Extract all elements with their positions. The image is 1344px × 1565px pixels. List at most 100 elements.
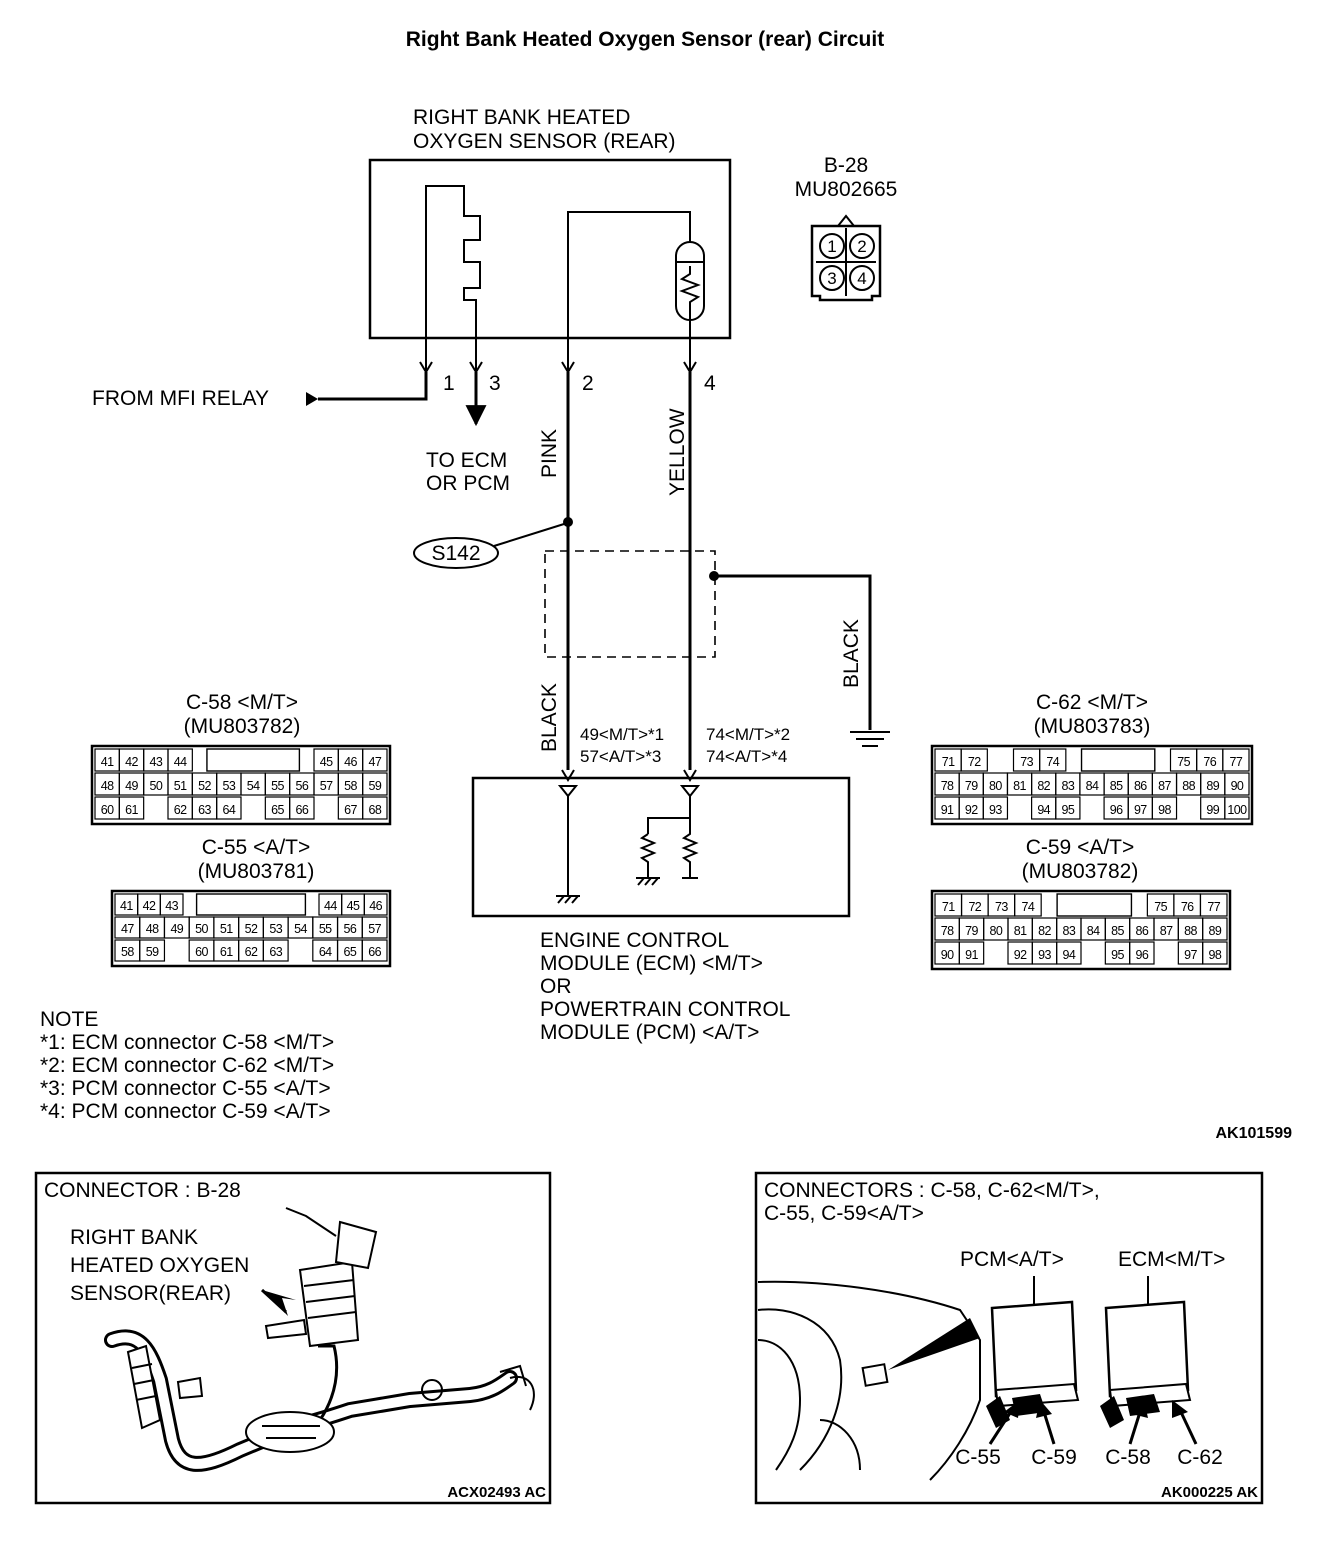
- connector-pin-cell: [118, 796, 145, 820]
- connector-pin-number: 84: [1086, 779, 1099, 793]
- connector-pin-cell: [1039, 748, 1067, 772]
- connector-pin-number: 91: [941, 803, 954, 817]
- connector-pin-number: 80: [989, 779, 1002, 793]
- left-panel-label-1: RIGHT BANK: [70, 1226, 198, 1249]
- connector-outline: [90, 744, 392, 826]
- connector-pin-number: 90: [1231, 779, 1244, 793]
- connector-pin-number: 52: [198, 779, 211, 793]
- connector-pin-number: 63: [198, 803, 211, 817]
- c55-callout: C-55: [955, 1446, 1001, 1469]
- right-panel: [754, 1171, 1264, 1505]
- connector-pin-number: 78: [941, 779, 954, 793]
- connector-pin-number: 58: [121, 945, 134, 959]
- exhaust-illustration: [104, 1207, 535, 1472]
- connector-pin-number: 96: [1110, 803, 1123, 817]
- connector-pin-number: 47: [121, 922, 134, 936]
- connector-pin-number: 68: [368, 803, 381, 817]
- connector-pin-cell: [361, 916, 388, 939]
- connector-pin-number: 46: [369, 899, 382, 913]
- connector-pin-number: 57: [320, 779, 333, 793]
- connector-pin-number: 92: [965, 803, 978, 817]
- ecm-label-1: ENGINE CONTROL: [540, 929, 729, 952]
- connector-pin-number: 94: [1062, 948, 1075, 962]
- connector-pin-cell: [1202, 917, 1228, 941]
- ecm-box: [471, 776, 851, 918]
- connector-pin-number: 44: [324, 899, 337, 913]
- connector-pin-cell: [216, 796, 242, 820]
- sensing-element: [425, 185, 481, 372]
- connector-pin-number: 48: [101, 779, 114, 793]
- connector-pin-cell: [262, 939, 289, 962]
- connector-pin-number: 77: [1230, 755, 1243, 769]
- connector-pin-number: 89: [1208, 924, 1221, 938]
- b28-pin-1: 1: [827, 237, 836, 256]
- connector-pin-number: 72: [968, 755, 981, 769]
- connector-pin-number: 50: [195, 922, 208, 936]
- connector-pin-cell: [958, 941, 985, 965]
- ecm-pin-left-2: 57<A/T>*3: [580, 747, 661, 766]
- diagram-title: Right Bank Heated Oxygen Sensor (rear) C…: [406, 28, 884, 51]
- connector-pin-number: 81: [1014, 924, 1027, 938]
- connector-key-slot: [1080, 748, 1156, 772]
- connector-pin-number: 44: [174, 755, 187, 769]
- shield-box: [544, 550, 716, 658]
- black-right-label: BLACK: [840, 619, 863, 688]
- connector-pin-number: 54: [294, 922, 307, 936]
- connector-pin-number: 57: [368, 922, 381, 936]
- connector-pin-number: 80: [989, 924, 1002, 938]
- connector-pin-cell: [1014, 893, 1042, 917]
- connector-pin-number: 59: [368, 779, 381, 793]
- connector-pin-cell: [1224, 772, 1250, 796]
- connector-pin-number: 87: [1160, 924, 1173, 938]
- c55-name: C-55 <A/T>: [202, 836, 311, 859]
- ecm-pin-right-2: 74<A/T>*4: [706, 747, 787, 766]
- b28-connector-face: [810, 214, 882, 302]
- connector-pin-number: 66: [368, 945, 381, 959]
- heater-wire: [567, 211, 691, 372]
- ecm-internal-resistors: [636, 796, 699, 886]
- connector-pin-cell: [1199, 893, 1228, 917]
- connector-pin-number: 56: [295, 779, 308, 793]
- connector-pin-cell: [167, 748, 193, 772]
- connector-pin-number: 96: [1135, 948, 1148, 962]
- connector-pin-cell: [982, 796, 1009, 820]
- connector-pin-number: 88: [1184, 924, 1197, 938]
- ecm-pin-right-1: 74<M/T>*2: [706, 725, 790, 744]
- connector-pin-cell: [1202, 941, 1228, 965]
- connector-pin-number: 50: [149, 779, 162, 793]
- splice-s142: [413, 537, 499, 569]
- pcm-module: [986, 1276, 1080, 1428]
- connector-pin-number: 71: [942, 755, 955, 769]
- connector-pin-number: 65: [271, 803, 284, 817]
- connector-pin-number: 76: [1181, 900, 1194, 914]
- connector-pin-number: 43: [165, 899, 178, 913]
- connector-pin-cell: [1055, 796, 1081, 820]
- connector-pin-cell: [362, 748, 388, 772]
- connector-pin-number: 83: [1061, 779, 1074, 793]
- connector-pin-cell: [1224, 796, 1250, 820]
- connector-pin-number: 98: [1158, 803, 1171, 817]
- c58-callout: C-58: [1105, 1446, 1151, 1469]
- c59-callout: C-59: [1031, 1446, 1077, 1469]
- ecm-module: [1100, 1276, 1192, 1428]
- connector-pin-number: 56: [344, 922, 357, 936]
- connector-pin-number: 53: [269, 922, 282, 936]
- connector-pin-number: 95: [1111, 948, 1124, 962]
- note-line-4: *4: PCM connector C-59 <A/T>: [40, 1100, 331, 1123]
- right-panel-title-1: CONNECTORS : C-58, C-62<M/T>,: [764, 1179, 1100, 1202]
- pin-2-label: 2: [582, 372, 594, 395]
- main-ref-code: AK101599: [1216, 1125, 1293, 1142]
- c62-part: (MU803783): [1034, 715, 1151, 738]
- connector-pin-number: 46: [344, 755, 357, 769]
- note-heading: NOTE: [40, 1008, 98, 1031]
- connector-pin-number: 87: [1158, 779, 1171, 793]
- splice-label: S142: [431, 542, 480, 565]
- connector-outline: [930, 744, 1254, 826]
- connector-pin-number: 90: [941, 948, 954, 962]
- c62-callout: C-62: [1177, 1446, 1223, 1469]
- connector-pin-number: 73: [1020, 755, 1033, 769]
- connector-pin-number: 71: [942, 900, 955, 914]
- note-line-2: *2: ECM connector C-62 <M/T>: [40, 1054, 334, 1077]
